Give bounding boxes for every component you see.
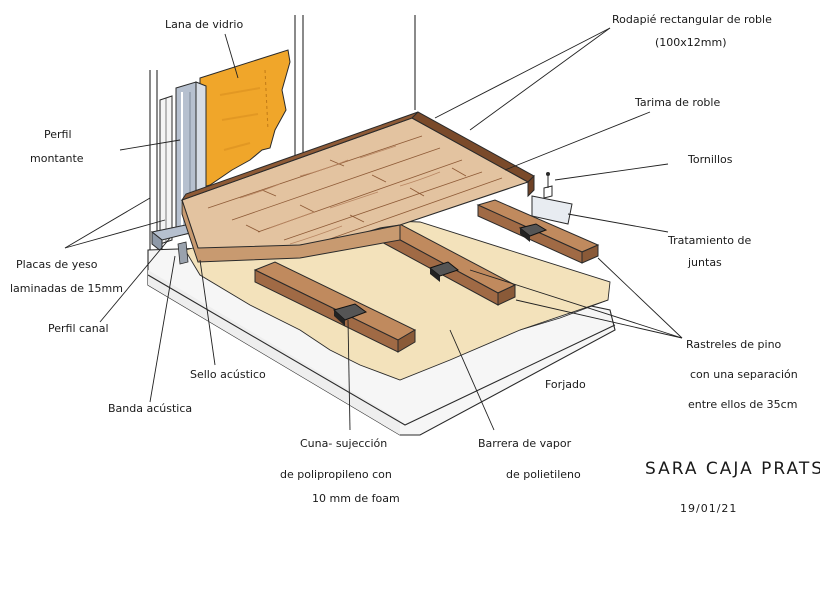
label-battens-line2: con una separación: [690, 368, 798, 381]
wall: [149, 15, 304, 250]
polypropylene-wedges: [332, 223, 548, 326]
label-battens-line3: entre ellos de 35cm: [688, 398, 797, 411]
author-name: SARA CAJA PRATS: [645, 459, 820, 479]
labels: Lana de vidrio Rodapié rectangular de ro…: [10, 13, 798, 505]
acoustic-band: [177, 241, 189, 265]
label-wedge-line1: Cuna- sujección: [300, 437, 387, 450]
label-acoustic-band: Banda acústica: [108, 402, 192, 415]
label-screws: Tornillos: [687, 153, 733, 166]
drawing-date: 19/01/21: [680, 502, 737, 515]
label-wedge-line2: de polipropileno con: [280, 468, 392, 481]
screws-and-joint: [531, 172, 573, 225]
label-skirting-line2: (100x12mm): [655, 36, 727, 49]
label-joint-line2: juntas: [687, 256, 722, 269]
label-glass-wool: Lana de vidrio: [165, 18, 243, 31]
label-skirting-line1: Rodapié rectangular de roble: [612, 13, 772, 26]
label-stud-line2: montante: [30, 152, 84, 165]
gypsum-boards: [159, 95, 173, 245]
signature-block: SARA CAJA PRATS 19/01/21: [645, 459, 820, 515]
label-joint-line1: Tratamiento de: [667, 234, 751, 247]
label-wedge-line3: 10 mm de foam: [312, 492, 400, 505]
label-vapor-line1: Barrera de vapor: [478, 437, 572, 450]
leader-lines: [64, 27, 683, 431]
label-oak-floor: Tarima de roble: [634, 96, 720, 109]
label-gypsum-line1: Placas de yeso: [16, 258, 98, 271]
oak-skirting: [180, 111, 535, 201]
label-battens-line1: Rastreles de pino: [686, 338, 782, 351]
label-vapor-line2: de polietileno: [506, 468, 581, 481]
label-acoustic-seal: Sello acústico: [190, 368, 266, 381]
label-channel: Perfil canal: [48, 322, 109, 335]
label-slab: Forjado: [545, 378, 586, 391]
label-stud-line1: Perfil: [44, 128, 72, 141]
label-gypsum-line2: laminadas de 15mm: [10, 282, 123, 295]
